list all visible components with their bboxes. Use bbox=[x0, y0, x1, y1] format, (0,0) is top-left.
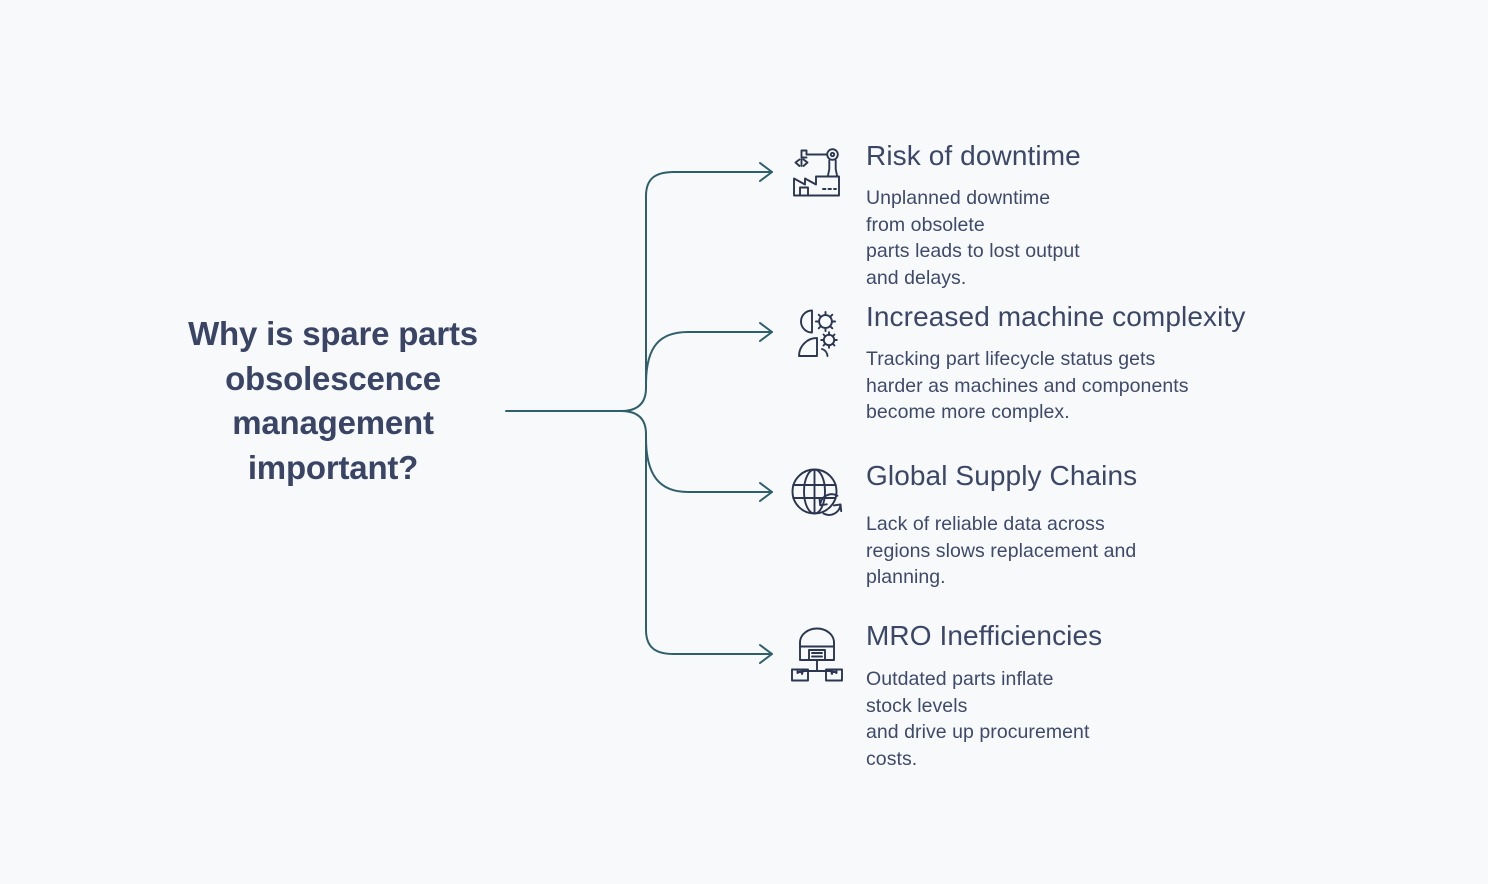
warehouse-boxes-icon bbox=[788, 625, 846, 683]
branch-text-block: MRO Inefficiencies Outdated parts inflat… bbox=[866, 619, 1102, 772]
connector-junction-upper bbox=[620, 387, 647, 412]
connector-branch-1 bbox=[645, 171, 773, 197]
connector-junction-lower bbox=[620, 410, 647, 435]
central-question: Why is spare parts obsolescence manageme… bbox=[188, 315, 478, 486]
connector-branch-4 bbox=[645, 629, 773, 655]
connector-arrow-3 bbox=[759, 482, 773, 502]
branch-description: Tracking part lifecycle status gets hard… bbox=[866, 348, 1189, 424]
branch-title: Risk of downtime bbox=[866, 140, 1081, 171]
branch-text-block: Global Supply Chains Lack of reliable da… bbox=[866, 459, 1137, 591]
branch-text-block: Increased machine complexity Tracking pa… bbox=[866, 300, 1245, 426]
connector-branch-3 bbox=[645, 437, 773, 493]
connector-branch-2 bbox=[645, 331, 773, 385]
connector-arrow-2 bbox=[759, 322, 773, 342]
connector-arrow-4 bbox=[759, 644, 773, 664]
branch-title: Increased machine complexity bbox=[866, 301, 1246, 332]
branch-title: Global Supply Chains bbox=[866, 460, 1138, 491]
branch-title: MRO Inefficiencies bbox=[866, 620, 1103, 651]
branch-description: Outdated parts inflate stock levels and … bbox=[866, 668, 1090, 770]
branch-description: Unplanned downtime from obsolete parts l… bbox=[866, 187, 1080, 289]
factory-robot-arm-icon bbox=[788, 145, 846, 203]
branch-text-block: Risk of downtime Unplanned downtime from… bbox=[866, 139, 1081, 291]
branch-description: Lack of reliable data across regions slo… bbox=[866, 513, 1137, 589]
globe-sync-icon bbox=[788, 465, 846, 523]
connector-arrow-1 bbox=[759, 162, 773, 182]
person-gears-icon bbox=[788, 305, 846, 363]
